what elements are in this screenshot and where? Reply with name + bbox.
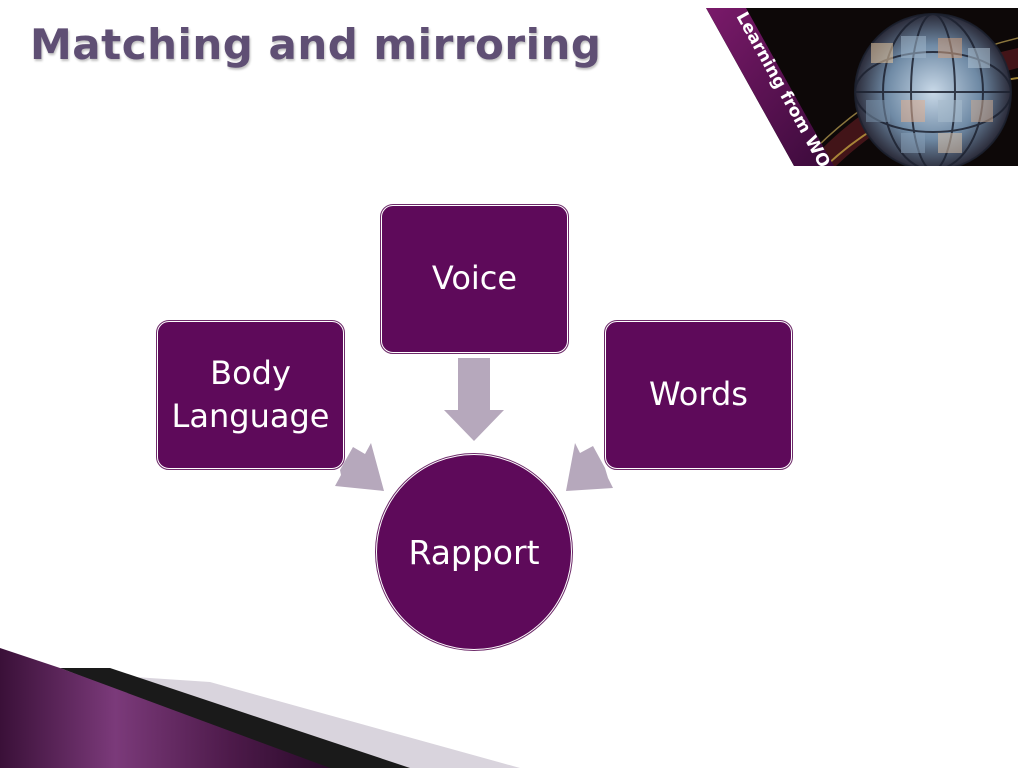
arrow-down-icon	[444, 358, 504, 441]
learning-from-woerk-logo: Learning from WOeRK	[706, 8, 1018, 166]
arrow-left-to-center-icon	[335, 443, 384, 491]
slide-title: Matching and mirroring	[30, 20, 602, 69]
words-node: Words	[604, 320, 793, 470]
arrow-right-to-center-icon	[566, 443, 613, 491]
rapport-node: Rapport	[375, 453, 573, 651]
body-language-node: Body Language	[156, 320, 345, 470]
voice-node: Voice	[380, 204, 569, 354]
